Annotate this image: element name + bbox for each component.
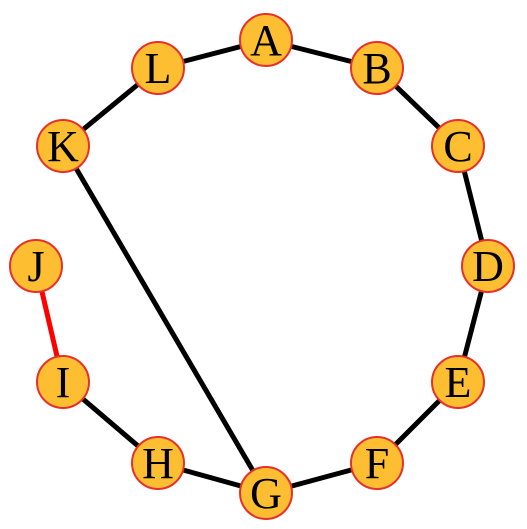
node-j: J [9,239,63,293]
node-label: J [27,242,44,291]
node-circle [131,41,185,95]
edge-k-g [60,143,269,496]
node-g: G [239,466,293,520]
node-label: A [250,16,282,65]
node-label: H [142,439,174,488]
node-circle [9,239,63,293]
node-circle [461,239,515,293]
node-f: F [350,436,404,490]
node-circle [239,466,293,520]
node-circle [350,41,404,95]
node-circle [239,13,293,67]
node-circle [131,436,185,490]
node-label: K [47,122,79,171]
node-k: K [36,119,90,173]
node-circle [36,119,90,173]
node-label: E [445,358,472,407]
node-circle [431,355,485,409]
node-l: L [131,41,185,95]
node-b: B [350,41,404,95]
node-label: L [145,44,172,93]
node-c: C [431,119,485,173]
node-a: A [239,13,293,67]
node-label: D [472,242,504,291]
node-label: C [443,122,472,171]
node-circle [431,119,485,173]
node-circle [36,355,90,409]
nodes-layer: A B C D E F G H I J K L [9,13,515,520]
node-label: G [250,469,282,518]
node-d: D [461,239,515,293]
node-h: H [131,436,185,490]
node-label: F [365,439,389,488]
node-e: E [431,355,485,409]
edges-layer [33,37,491,496]
node-label: I [56,358,71,407]
node-circle [350,436,404,490]
node-i: I [36,355,90,409]
node-label: B [362,44,391,93]
